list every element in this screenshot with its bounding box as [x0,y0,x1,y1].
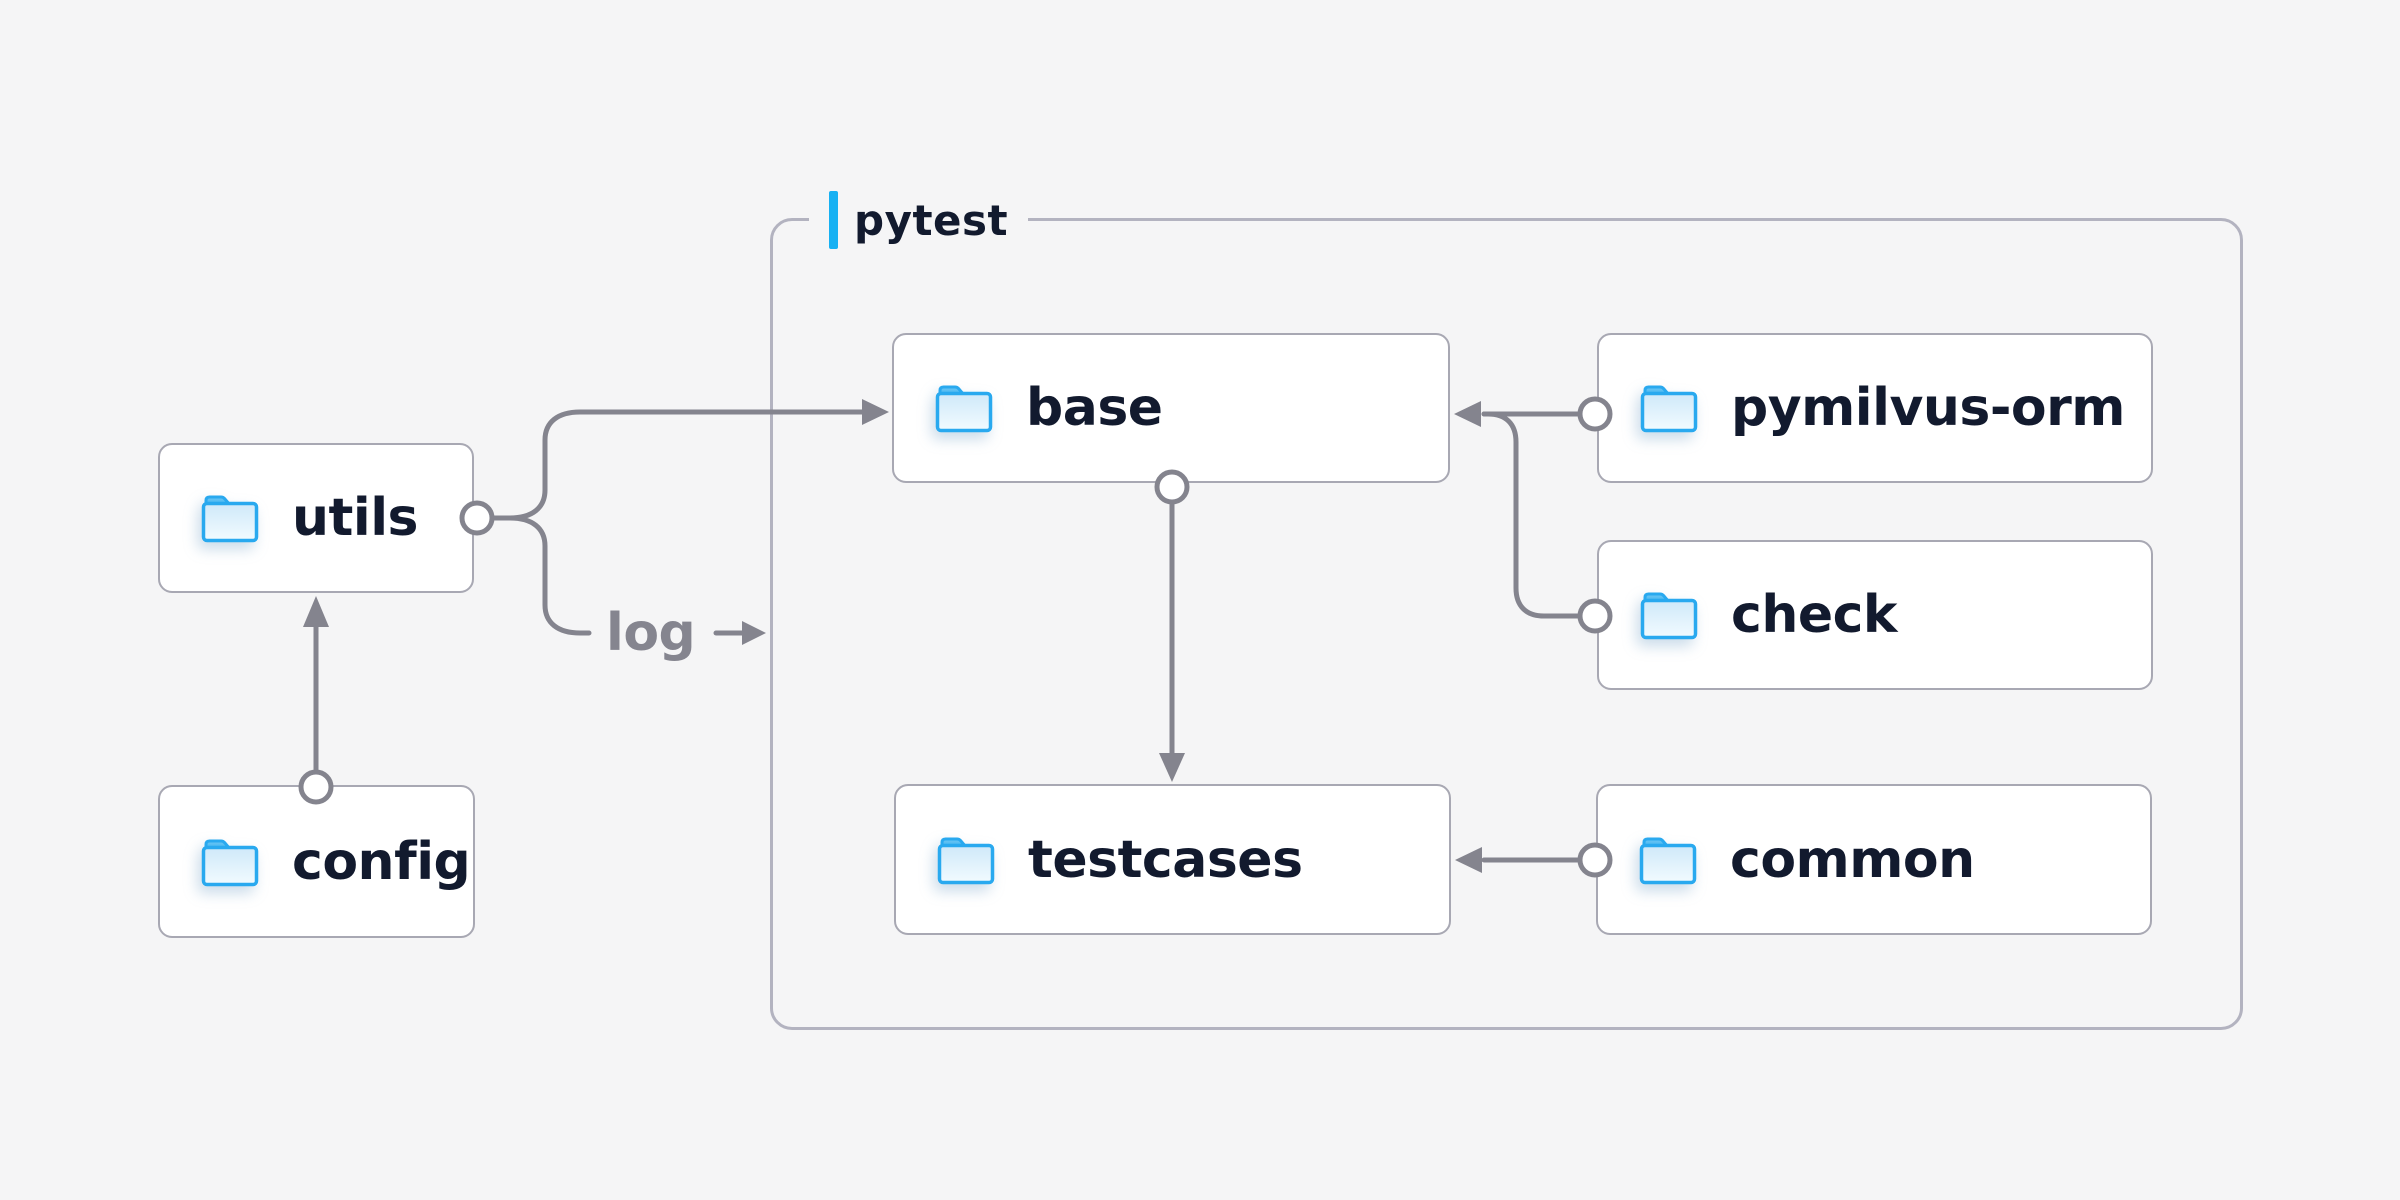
arrowhead-config-utils [303,596,329,627]
folder-icon [1640,592,1698,640]
edge-utils-log [507,515,592,636]
node-label-base: base [1026,378,1163,438]
node-label-pymilvus-orm: pymilvus-orm [1731,378,2125,438]
folder-icon [935,385,993,433]
folder-icon [1639,837,1697,884]
node-label-utils: utils [292,488,418,548]
node-config[interactable]: config [158,785,475,938]
node-check[interactable]: check [1597,540,2153,690]
folder-icon [937,837,995,884]
folder-icon [201,839,259,886]
arrowhead-log [742,621,766,645]
node-label-check: check [1731,585,1898,645]
node-testcases[interactable]: testcases [894,784,1451,935]
node-pymilvus-orm[interactable]: pymilvus-orm [1597,333,2153,483]
node-label-common: common [1730,829,1975,890]
folder-icon [201,495,259,543]
edge-label-log: log [606,603,696,663]
node-base[interactable]: base [892,333,1450,483]
node-label-testcases: testcases [1028,829,1303,890]
pytest-group-label: pytest [809,188,1029,252]
pytest-accent-bar [829,191,838,249]
node-common[interactable]: common [1596,784,2152,935]
folder-icon [1640,385,1698,433]
node-label-config: config [292,831,471,892]
node-utils[interactable]: utils [158,443,474,593]
pytest-group-container: pytest [770,188,2243,1030]
pytest-group-title: pytest [854,195,1009,245]
